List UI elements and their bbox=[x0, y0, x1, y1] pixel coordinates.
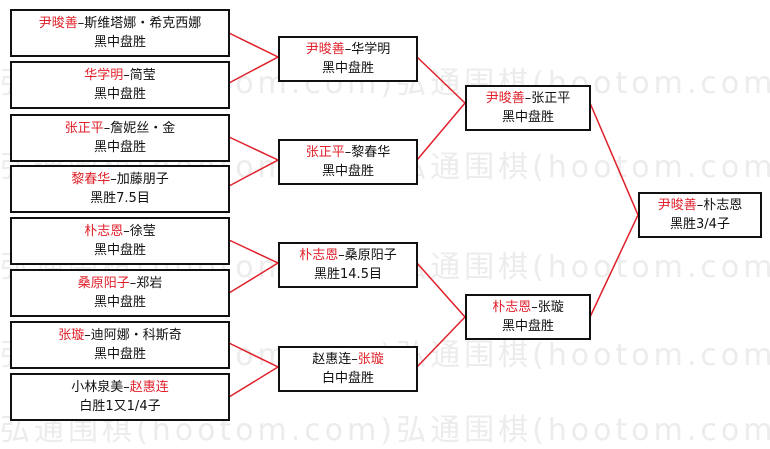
bracket-diagram: 弘通围棋(hootom.com)弘通围棋(hootom.com)弘通 弘通围棋(… bbox=[0, 9, 770, 448]
match-box: 黎春华–加藤朋子 黑胜7.5目 bbox=[10, 165, 230, 213]
player-name: 简莹 bbox=[129, 68, 156, 83]
player-name: 郑岩 bbox=[136, 276, 163, 291]
match-box: 尹晙善–斯维塔娜・希克西娜 黑中盘胜 bbox=[10, 9, 230, 57]
match-players: 桑原阳子–郑岩 bbox=[77, 276, 163, 291]
player-name: 徐莹 bbox=[129, 224, 156, 239]
match-result: 黑中盘胜 bbox=[93, 243, 146, 258]
player-name: 桑原阳子 bbox=[344, 248, 397, 263]
connector-line bbox=[589, 102, 639, 318]
connector-line bbox=[416, 262, 467, 368]
player-name: 斯维塔娜・希克西娜 bbox=[84, 16, 202, 31]
match-box: 赵惠连–张璇 白中盘胜 bbox=[278, 346, 418, 392]
match-result: 黑中盘胜 bbox=[93, 140, 146, 155]
final-match-box: 尹晙善–朴志恩 黑胜3/4子 bbox=[638, 192, 762, 238]
winner-name: 朴志恩 bbox=[492, 300, 532, 315]
match-players: 张璇–迪阿娜・科斯奇 bbox=[58, 328, 182, 343]
match-result: 黑中盘胜 bbox=[93, 295, 146, 310]
match-box: 张正平–黎春华 黑中盘胜 bbox=[278, 139, 418, 185]
player-name: 迪阿娜・科斯奇 bbox=[90, 328, 182, 343]
match-box: 朴志恩–徐莹 黑中盘胜 bbox=[10, 217, 230, 265]
match-result: 黑中盘胜 bbox=[93, 87, 146, 102]
match-result: 白中盘胜 bbox=[321, 371, 374, 386]
player-name: 加藤朋子 bbox=[116, 172, 169, 187]
match-players: 朴志恩–张璇 bbox=[492, 300, 564, 315]
winner-name: 桑原阳子 bbox=[77, 276, 130, 291]
match-result: 黑中盘胜 bbox=[93, 35, 146, 50]
winner-name: 华学明 bbox=[84, 68, 124, 83]
match-result: 黑胜14.5目 bbox=[314, 267, 382, 282]
match-players: 朴志恩–徐莹 bbox=[84, 224, 156, 239]
winner-name: 黎春华 bbox=[71, 172, 111, 187]
connector-line bbox=[228, 342, 280, 398]
player-name: 赵惠连 bbox=[312, 352, 352, 367]
player-name: 黎春华 bbox=[351, 145, 391, 160]
winner-name: 朴志恩 bbox=[299, 248, 339, 263]
match-players: 华学明–简莹 bbox=[84, 68, 156, 83]
match-players: 尹晙善–张正平 bbox=[485, 91, 571, 106]
match-result: 黑胜3/4子 bbox=[670, 217, 730, 232]
match-box: 小林泉美–赵惠连 白胜1又1/4子 bbox=[10, 373, 230, 421]
winner-name: 尹晙善 bbox=[657, 198, 697, 213]
match-players: 尹晙善–朴志恩 bbox=[657, 198, 743, 213]
match-result: 黑中盘胜 bbox=[501, 110, 554, 125]
match-players: 尹晙善–华学明 bbox=[305, 42, 391, 57]
winner-name: 赵惠连 bbox=[129, 380, 169, 395]
match-result: 白胜1又1/4子 bbox=[79, 399, 161, 414]
winner-name: 尹晙善 bbox=[485, 91, 525, 106]
player-name: 詹妮丝・金 bbox=[110, 121, 176, 136]
player-name: 小林泉美 bbox=[71, 380, 124, 395]
match-box: 桑原阳子–郑岩 黑中盘胜 bbox=[10, 269, 230, 317]
winner-name: 张璇 bbox=[357, 352, 384, 367]
winner-name: 张正平 bbox=[305, 145, 345, 160]
winner-name: 张正平 bbox=[64, 121, 104, 136]
match-players: 朴志恩–桑原阳子 bbox=[299, 248, 397, 263]
match-box: 尹晙善–华学明 黑中盘胜 bbox=[278, 36, 418, 82]
match-result: 黑中盘胜 bbox=[93, 347, 146, 362]
player-name: 张璇 bbox=[537, 300, 564, 315]
connector-line bbox=[416, 56, 467, 161]
match-result: 黑中盘胜 bbox=[321, 164, 374, 179]
match-players: 赵惠连–张璇 bbox=[312, 352, 384, 367]
winner-name: 尹晙善 bbox=[305, 42, 345, 57]
player-name: 张正平 bbox=[531, 91, 571, 106]
match-result: 黑中盘胜 bbox=[501, 319, 554, 334]
match-box: 朴志恩–张璇 黑中盘胜 bbox=[465, 294, 591, 340]
match-box: 华学明–简莹 黑中盘胜 bbox=[10, 61, 230, 109]
winner-name: 朴志恩 bbox=[84, 224, 124, 239]
match-result: 黑胜7.5目 bbox=[90, 191, 150, 206]
match-players: 张正平–詹妮丝・金 bbox=[64, 121, 176, 136]
match-players: 张正平–黎春华 bbox=[305, 145, 391, 160]
match-players: 小林泉美–赵惠连 bbox=[71, 380, 169, 395]
match-box: 尹晙善–张正平 黑中盘胜 bbox=[465, 85, 591, 131]
winner-name: 尹晙善 bbox=[38, 16, 78, 31]
connector-line bbox=[228, 239, 280, 294]
match-players: 黎春华–加藤朋子 bbox=[71, 172, 169, 187]
connector-line bbox=[228, 32, 280, 84]
player-name: 华学明 bbox=[351, 42, 391, 57]
match-box: 张正平–詹妮丝・金 黑中盘胜 bbox=[10, 114, 230, 162]
match-box: 张璇–迪阿娜・科斯奇 黑中盘胜 bbox=[10, 321, 230, 369]
match-players: 尹晙善–斯维塔娜・希克西娜 bbox=[38, 16, 202, 31]
match-box: 朴志恩–桑原阳子 黑胜14.5目 bbox=[278, 242, 418, 288]
match-result: 黑中盘胜 bbox=[321, 61, 374, 76]
player-name: 朴志恩 bbox=[703, 198, 743, 213]
winner-name: 张璇 bbox=[58, 328, 85, 343]
connector-line bbox=[228, 136, 280, 187]
